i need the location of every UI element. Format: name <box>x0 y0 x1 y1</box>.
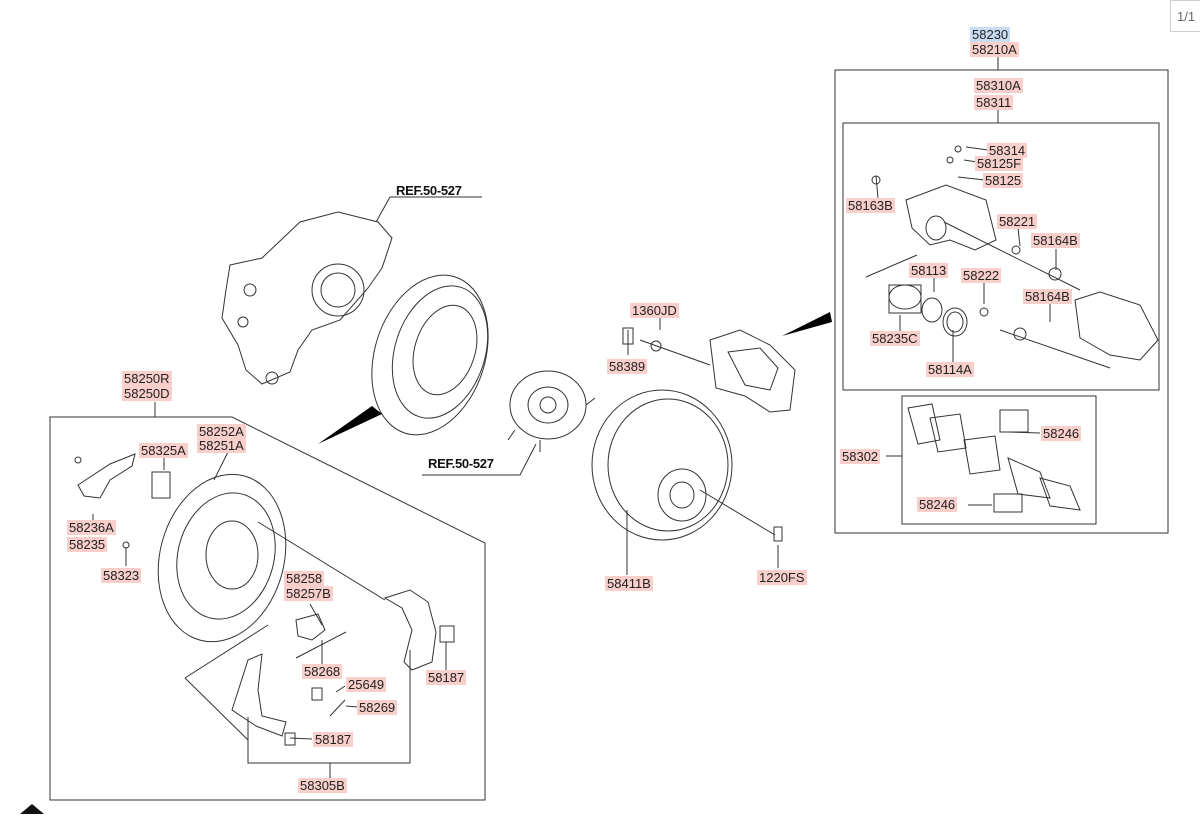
part-label-1220FS[interactable]: 1220FS <box>757 570 807 585</box>
ref-label-lower[interactable]: REF.50-527 <box>428 456 494 471</box>
ref-label-upper[interactable]: REF.50-527 <box>396 183 462 198</box>
part-label-58258[interactable]: 58258 <box>284 571 325 586</box>
pointer-wedge-left <box>318 406 382 444</box>
part-label-58305B[interactable]: 58305B <box>298 778 347 793</box>
part-label-58164B-a[interactable]: 58164B <box>1031 233 1080 248</box>
part-label-58302[interactable]: 58302 <box>840 449 881 464</box>
part-label-58325A[interactable]: 58325A <box>139 443 188 458</box>
part-label-58252A[interactable]: 58252A <box>197 424 246 439</box>
part-label-58187-b[interactable]: 58187 <box>313 732 354 747</box>
pointer-wedge-right <box>782 312 832 336</box>
caliper-assembly-box <box>834 69 1169 534</box>
part-label-58311[interactable]: 58311 <box>974 95 1014 110</box>
part-label-58323[interactable]: 58323 <box>101 568 142 583</box>
part-label-25649[interactable]: 25649 <box>346 677 387 692</box>
part-label-58235[interactable]: 58235 <box>67 537 108 552</box>
part-label-58163B[interactable]: 58163B <box>846 198 895 213</box>
part-label-58251A[interactable]: 58251A <box>197 438 246 453</box>
part-label-58187-a[interactable]: 58187 <box>426 670 467 685</box>
part-label-58125[interactable]: 58125 <box>983 173 1024 188</box>
toolbar-icon[interactable] <box>18 800 46 814</box>
part-label-58222[interactable]: 58222 <box>961 268 1002 283</box>
part-label-58314[interactable]: 58314 <box>987 143 1028 158</box>
part-label-58389[interactable]: 58389 <box>607 359 648 374</box>
part-label-58257B[interactable]: 58257B <box>284 586 333 601</box>
part-label-58114A[interactable]: 58114A <box>926 362 974 377</box>
part-label-58268[interactable]: 58268 <box>302 664 343 679</box>
part-label-58310A[interactable]: 58310A <box>974 78 1023 93</box>
part-label-58246-b[interactable]: 58246 <box>917 497 958 512</box>
part-label-58210A[interactable]: 58210A <box>970 42 1019 57</box>
part-label-58250D[interactable]: 58250D <box>122 386 172 401</box>
part-label-58235C[interactable]: 58235C <box>870 331 920 346</box>
part-label-58411B[interactable]: 58411B <box>605 576 653 591</box>
part-label-58113[interactable]: 58113 <box>909 263 949 278</box>
part-label-58236A[interactable]: 58236A <box>67 520 116 535</box>
part-label-1360JD[interactable]: 1360JD <box>630 303 679 318</box>
part-label-58164B-b[interactable]: 58164B <box>1023 289 1072 304</box>
part-label-58230[interactable]: 58230 <box>970 27 1011 42</box>
part-label-58125F[interactable]: 58125F <box>975 156 1024 171</box>
part-label-58269[interactable]: 58269 <box>357 700 398 715</box>
caliper-subassembly-box <box>842 122 1160 391</box>
page-indicator[interactable]: 1/1 <box>1170 0 1200 32</box>
pad-kit-box <box>901 395 1097 525</box>
part-label-58246-a[interactable]: 58246 <box>1041 426 1082 441</box>
part-label-58250R[interactable]: 58250R <box>122 371 172 386</box>
shoe-assembly-box <box>49 416 486 801</box>
part-label-58221[interactable]: 58221 <box>997 214 1038 229</box>
